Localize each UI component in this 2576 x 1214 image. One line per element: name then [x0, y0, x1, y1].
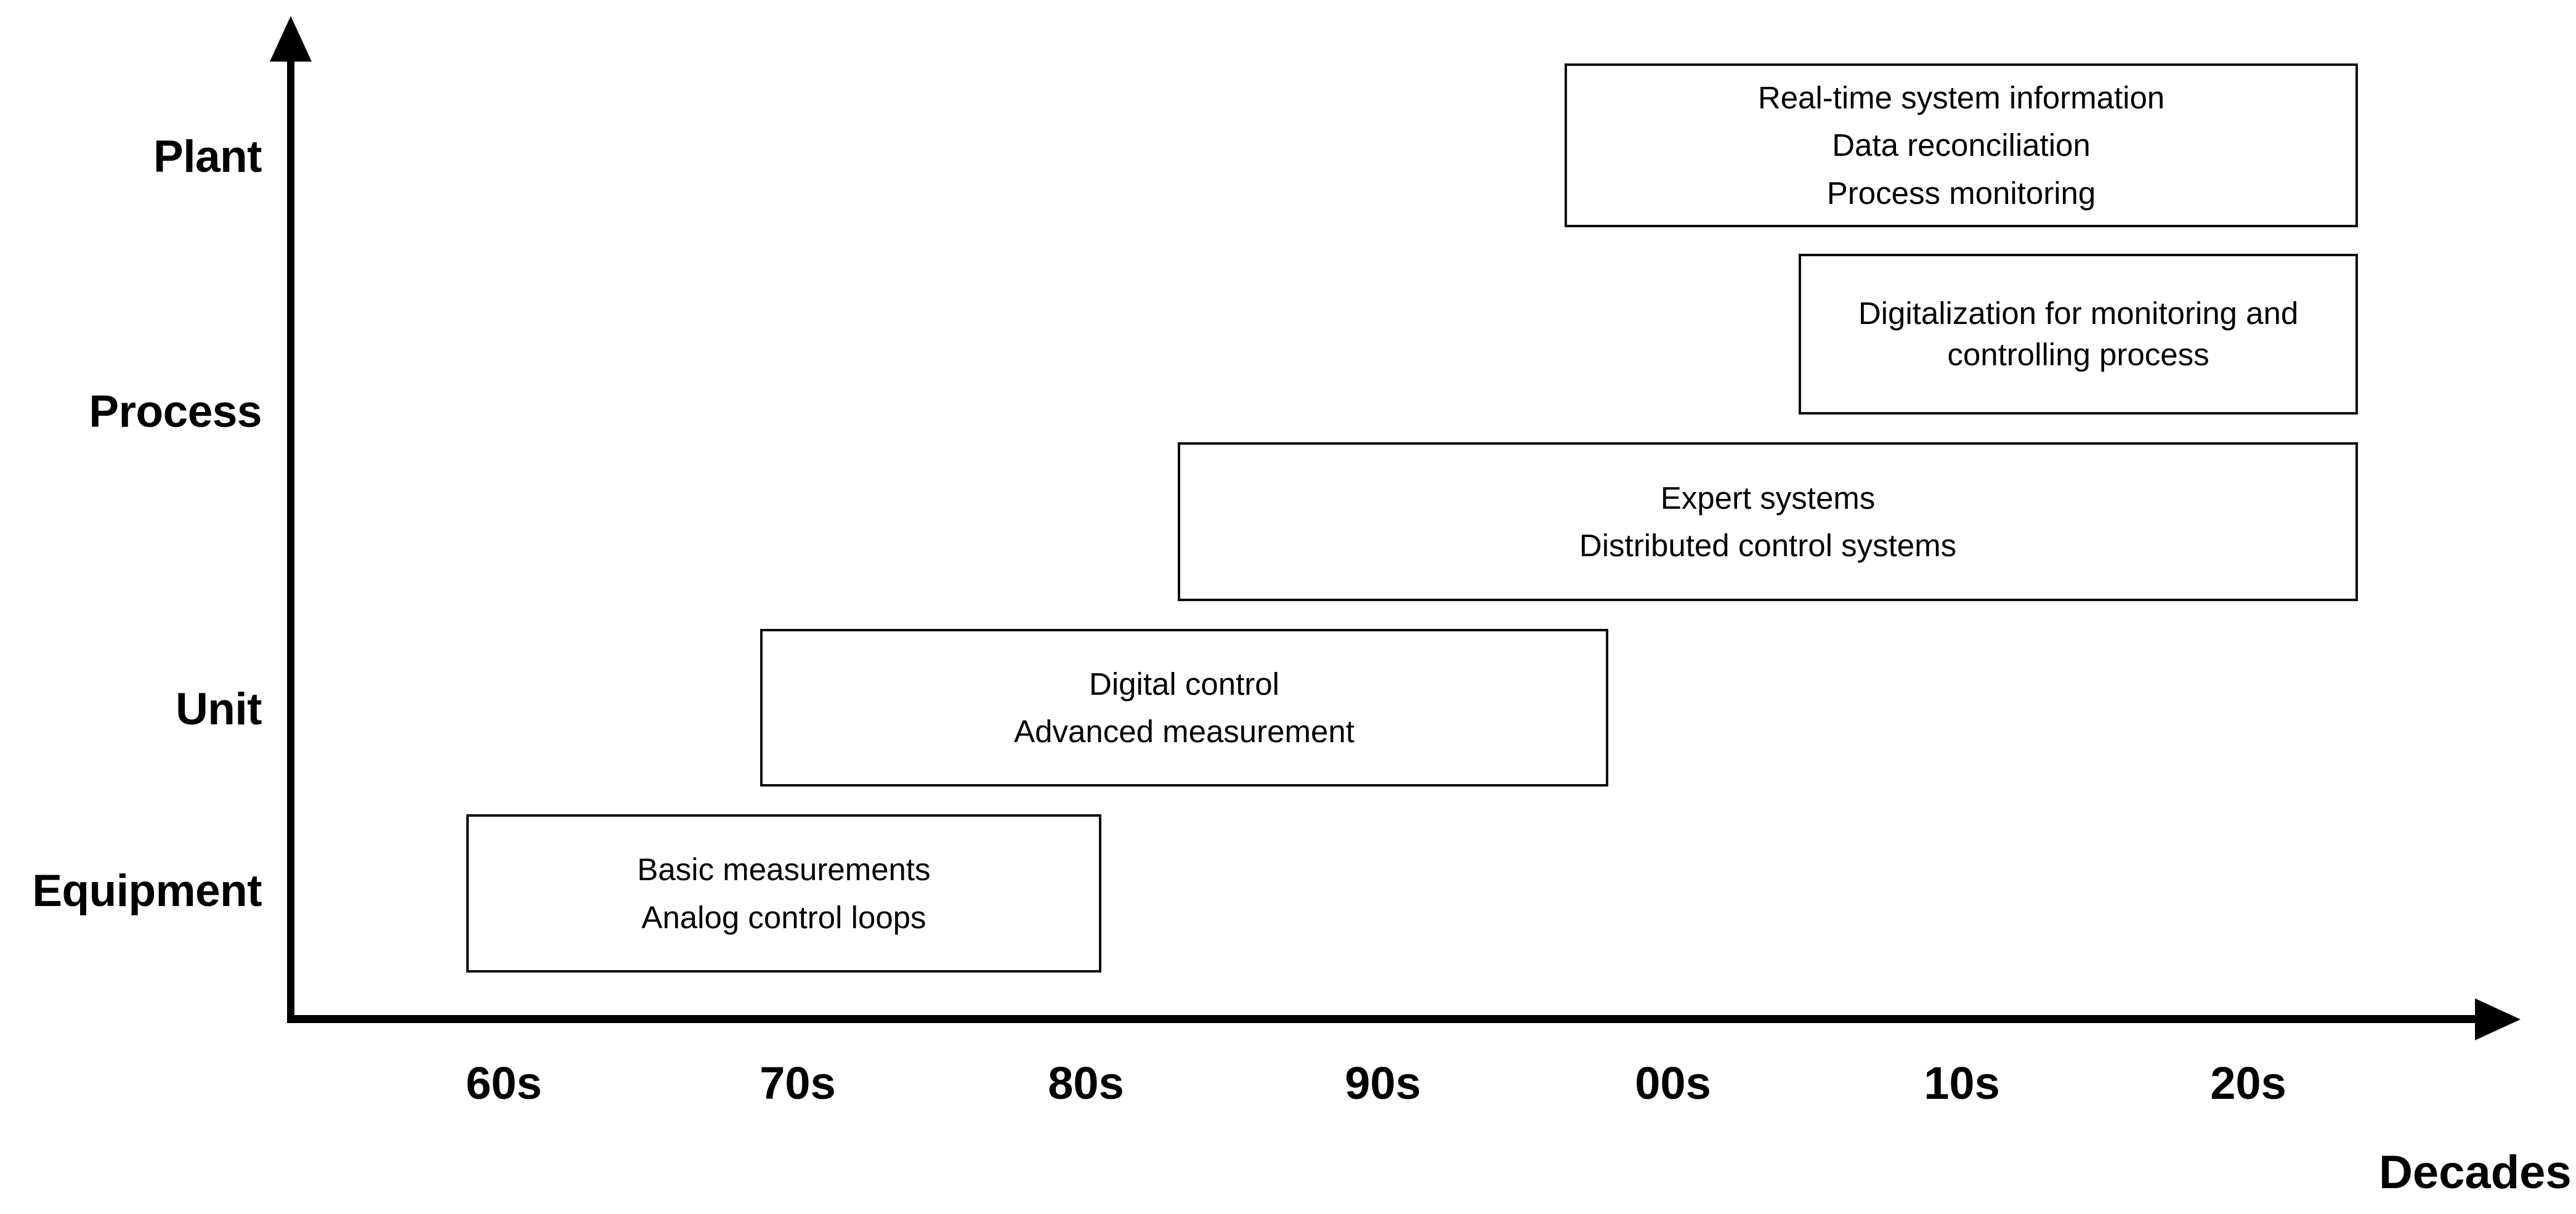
era-box-plant-line-1: Real-time system information: [1757, 80, 2165, 116]
x-axis-tick-20s: 20s: [2210, 1058, 2286, 1109]
era-box-plant-line-3: Process monitoring: [1826, 175, 2096, 211]
y-axis-arrowhead: [270, 16, 312, 62]
era-box-equipment-line-1: Basic measurements: [637, 852, 931, 888]
era-box-equipment[interactable]: Basic measurements Analog control loops: [466, 814, 1101, 973]
era-box-process-line-1: Digitalization for monitoring and contro…: [1858, 296, 2299, 372]
x-axis-tick-60s: 60s: [466, 1058, 542, 1109]
era-box-unit[interactable]: Digital control Advanced measurement: [760, 629, 1608, 787]
era-box-equipment-line-2: Analog control loops: [641, 899, 926, 935]
x-axis-arrowhead: [2475, 998, 2521, 1040]
x-axis-tick-00s: 00s: [1635, 1058, 1711, 1109]
x-axis-title: Decades: [2379, 1146, 2572, 1199]
era-box-expert-systems-line-1: Expert systems: [1660, 480, 1876, 516]
era-box-process[interactable]: Digitalization for monitoring and contro…: [1799, 254, 2358, 415]
x-axis-tick-10s: 10s: [1924, 1058, 2000, 1109]
era-box-plant[interactable]: Real-time system information Data reconc…: [1565, 63, 2358, 227]
y-axis-label-process: Process: [89, 387, 262, 437]
era-box-expert-systems[interactable]: Expert systems Distributed control syste…: [1178, 442, 2358, 601]
x-axis-line: [287, 1015, 2486, 1023]
x-axis-tick-90s: 90s: [1345, 1058, 1421, 1109]
era-box-plant-line-2: Data reconciliation: [1832, 127, 2091, 163]
era-box-expert-systems-line-2: Distributed control systems: [1579, 528, 1957, 563]
era-box-unit-line-1: Digital control: [1089, 666, 1279, 702]
y-axis-label-equipment: Equipment: [32, 866, 262, 916]
x-axis-tick-70s: 70s: [759, 1058, 836, 1109]
y-axis-label-plant: Plant: [153, 132, 262, 182]
era-box-unit-line-2: Advanced measurement: [1014, 714, 1355, 749]
y-axis-label-unit: Unit: [176, 684, 262, 734]
x-axis-tick-80s: 80s: [1048, 1058, 1124, 1109]
y-axis-line: [287, 57, 294, 1022]
